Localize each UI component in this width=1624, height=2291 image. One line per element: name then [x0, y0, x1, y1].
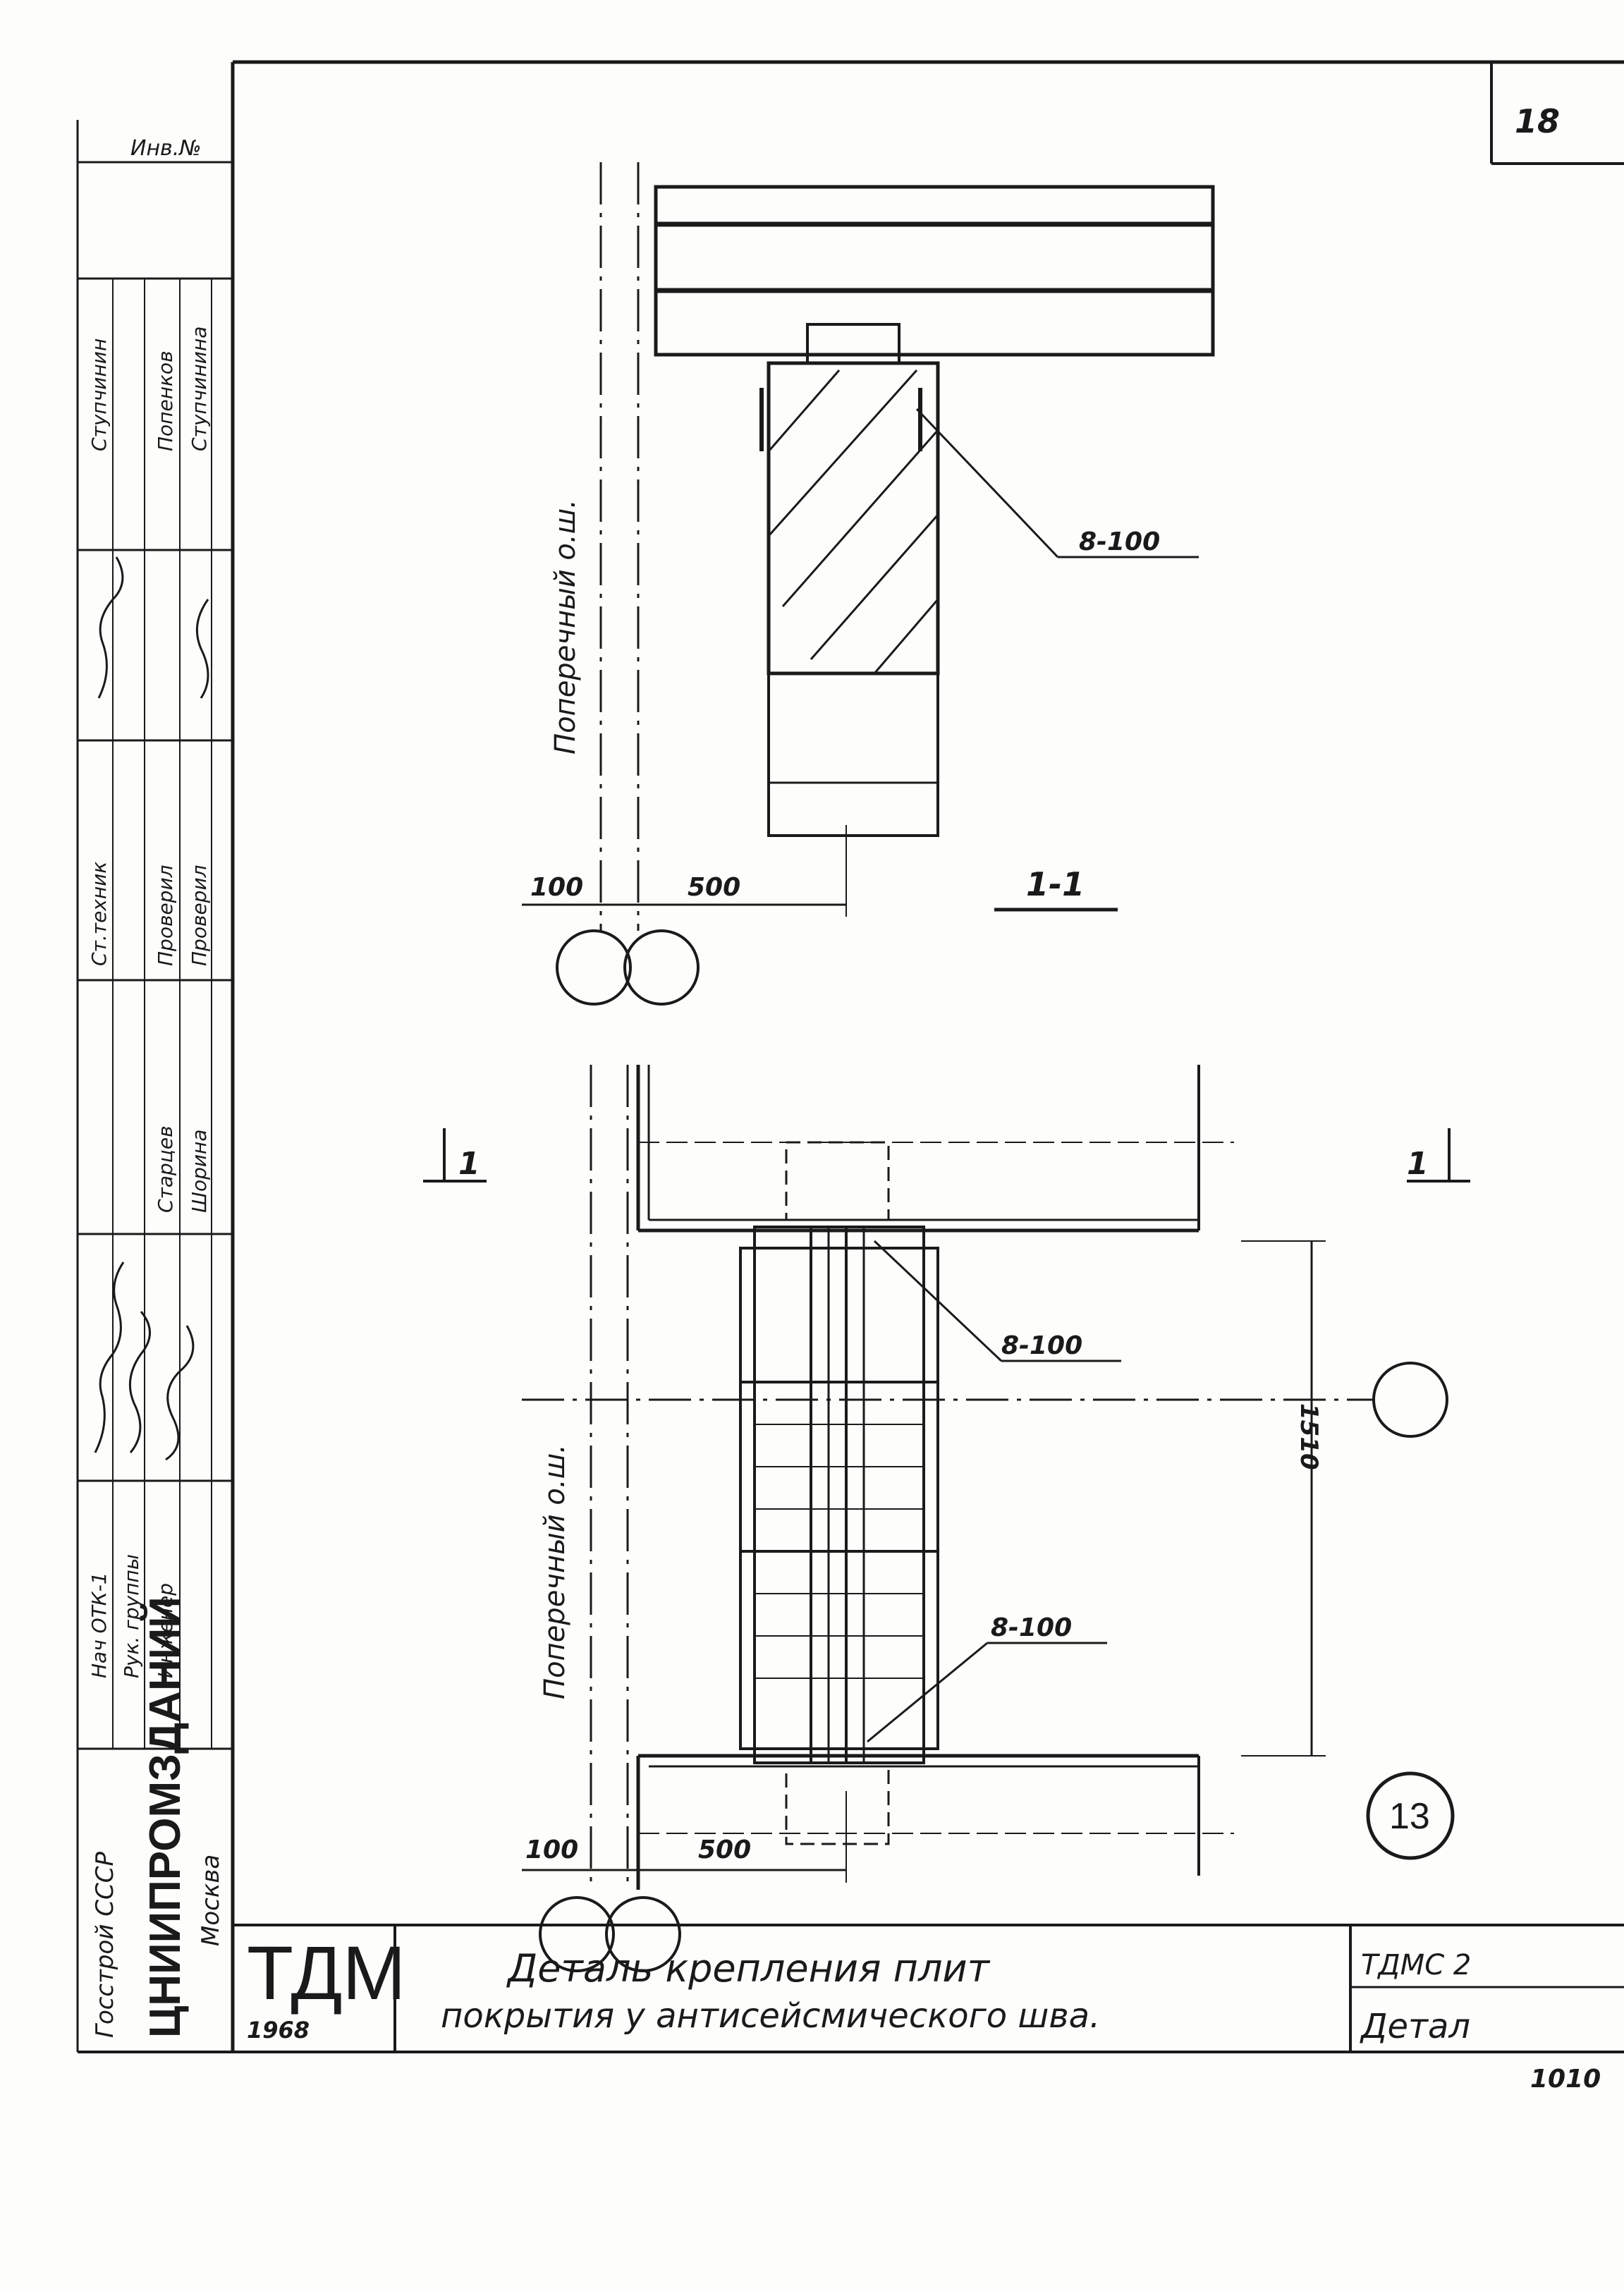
title-block [233, 1924, 1624, 2052]
name-startsev: Старцев [154, 1125, 177, 1213]
plan-dim-right: 500 [698, 1835, 751, 1864]
title-code-line-2: Детал [1360, 2007, 1470, 2046]
role-group-lead: Рук. группы [120, 1554, 143, 1678]
plan-cut-left: 1 [458, 1146, 480, 1182]
signature-2 [128, 1311, 151, 1453]
left-stamp [76, 120, 233, 2052]
name-stupchinin: Ступчинин [87, 338, 111, 451]
section-view [522, 162, 1215, 1006]
section-label: 1-1 [1026, 865, 1085, 903]
title-line-1: Деталь крепления плит [506, 1946, 991, 1991]
title-code: ТДМС 2 [1361, 1949, 1471, 1981]
plan-callout-top: 8-100 [1001, 1331, 1082, 1360]
plan-axis-label: Поперечный о.ш. [539, 1444, 571, 1699]
org-city: Москва [197, 1855, 225, 1946]
signature-1 [94, 1261, 125, 1453]
org-institute: ЦНИИПРОМЗДАНИЙ [140, 1596, 190, 2038]
concrete-hatch [767, 369, 939, 674]
name-popenkov: Попенков [154, 350, 177, 451]
role-checked-1: Проверил [154, 865, 177, 966]
plan-dim-vertical: 1510 [1295, 1403, 1323, 1470]
plan-axis-bubble [1372, 1362, 1448, 1438]
role-senior-tech: Ст.техник [87, 862, 111, 966]
axis-bubble-right [623, 929, 700, 1006]
title-logo: ТДМ [247, 1930, 406, 2015]
frame [78, 60, 1624, 2053]
inv-label: Инв.№ [130, 136, 201, 161]
title-line-2: покрытия у антисейсмического шва. [441, 1996, 1100, 2036]
plan-cut-right: 1 [1407, 1146, 1429, 1182]
axis-bubble-left [556, 929, 632, 1006]
signature-marks [94, 556, 209, 1461]
name-stupchinina: Ступчинина [188, 326, 211, 451]
signature-3 [165, 1325, 195, 1461]
sheet-number: 18 [1515, 102, 1560, 140]
org-ministry: Госстрой СССР [91, 1852, 119, 2038]
section-callout: 8-100 [1079, 527, 1160, 556]
role-head-otk: Нач ОТК-1 [87, 1572, 111, 1678]
plan-dim-left: 100 [525, 1835, 578, 1864]
detail-number: 13 [1389, 1796, 1430, 1837]
signature-5 [195, 599, 209, 699]
role-engineer: Инженер [154, 1583, 177, 1678]
section-axis-label: Поперечный о.ш. [549, 499, 582, 754]
title-code-line-3: 1010 [1530, 2065, 1601, 2094]
section-dim-left: 100 [530, 873, 583, 902]
detail-circle [1366, 1771, 1455, 1860]
plan-view [423, 1065, 1470, 1972]
name-shorina: Шорина [188, 1129, 211, 1213]
role-checked-2: Проверил [188, 865, 211, 966]
title-year: 1968 [247, 2017, 310, 2043]
section-dim-right: 500 [688, 873, 740, 902]
signature-4 [97, 556, 124, 699]
plan-bubble-left [539, 1896, 615, 1972]
plan-callout-bottom: 8-100 [991, 1613, 1072, 1642]
plan-bubble-right [605, 1896, 681, 1972]
